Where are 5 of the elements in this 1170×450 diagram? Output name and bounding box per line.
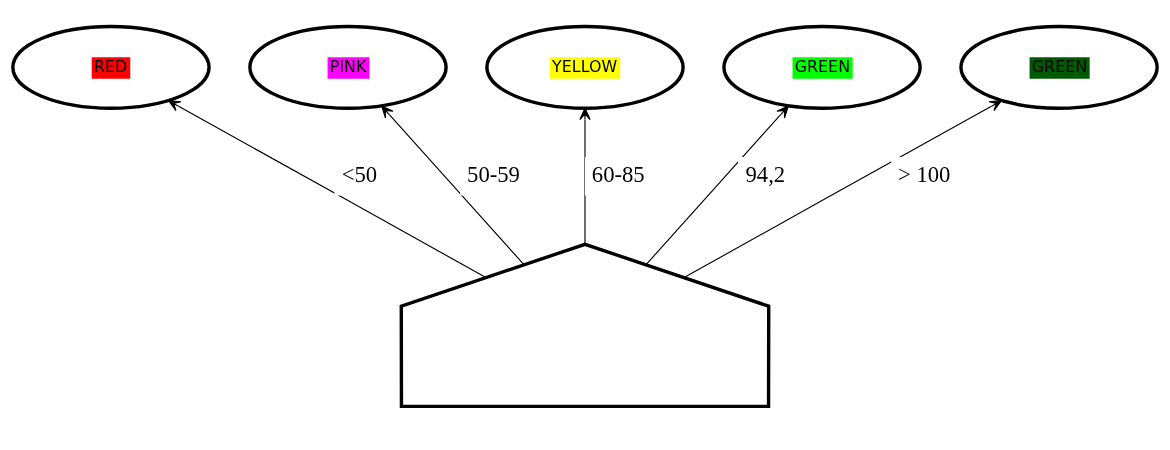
edge-label: 60-85	[591, 161, 645, 187]
edge-label: 94,2	[745, 161, 786, 187]
edge-label: <50	[341, 161, 378, 187]
edge-label: > 100	[898, 161, 951, 187]
edge-label: 50-59	[467, 161, 520, 187]
